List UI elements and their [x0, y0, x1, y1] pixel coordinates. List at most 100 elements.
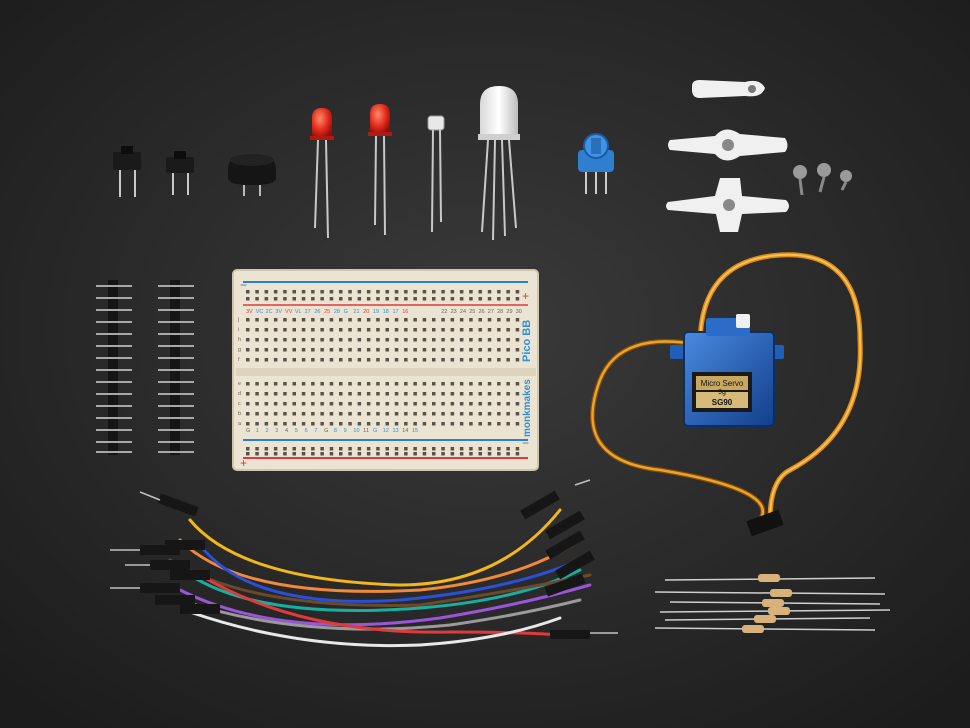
breadboard-hole [264, 290, 269, 294]
piezo-buzzer-icon [228, 154, 276, 196]
breadboard-hole [255, 392, 259, 396]
breadboard-hole [422, 402, 427, 406]
column-number: 30 [516, 309, 522, 315]
breadboard-hole [329, 338, 334, 342]
breadboard-hole [515, 328, 520, 332]
breadboard-hole [459, 392, 464, 396]
breadboard-hole [497, 358, 501, 362]
breadboard-hole [246, 358, 250, 362]
breadboard-hole [497, 297, 501, 301]
pin-label-top: G [344, 309, 348, 315]
breadboard-hole [459, 328, 464, 332]
breadboard-hole [515, 447, 520, 451]
breadboard-hole [497, 290, 501, 294]
breadboard-hole [459, 422, 464, 426]
breadboard-hole [478, 392, 482, 396]
servo-horn-icon [668, 129, 788, 161]
breadboard-hole [385, 328, 389, 332]
resistor-icon [664, 615, 871, 623]
breadboard-hole [292, 382, 296, 386]
breadboard-hole [283, 422, 287, 426]
breadboard-hole [246, 338, 250, 342]
breadboard-hole [394, 382, 399, 386]
breadboard-hole [487, 382, 492, 386]
breadboard-hole [450, 422, 455, 426]
breadboard-hole [273, 348, 278, 352]
breadboard-hole [283, 348, 287, 352]
breadboard-hole [339, 297, 343, 301]
breadboard-hole [413, 422, 417, 426]
breadboard-hole [432, 422, 436, 426]
breadboard-hole [459, 412, 464, 416]
breadboard-hole [357, 412, 362, 416]
breadboard-hole [506, 358, 510, 362]
breadboard-hole [292, 290, 296, 294]
breadboard-hole [459, 452, 464, 456]
breadboard-hole [357, 328, 362, 332]
breadboard-hole [469, 447, 473, 451]
breadboard-hole [413, 358, 417, 362]
breadboard-hole [329, 422, 334, 426]
breadboard-hole [264, 422, 269, 426]
breadboard-hole [301, 402, 306, 406]
breadboard-hole [292, 358, 296, 362]
breadboard-hole [246, 318, 250, 322]
breadboard-hole [292, 402, 296, 406]
breadboard-hole [339, 382, 343, 386]
tactile-button-icon [113, 146, 141, 197]
breadboard-hole [450, 412, 455, 416]
breadboard-hole [292, 412, 296, 416]
breadboard-hole [273, 297, 278, 301]
breadboard-hole [469, 290, 473, 294]
pin-label-top: 2C [266, 309, 273, 315]
breadboard-hole [311, 392, 315, 396]
breadboard-hole [422, 412, 427, 416]
breadboard-hole [301, 382, 306, 386]
breadboard-hole [413, 447, 417, 451]
breadboard-hole [246, 290, 250, 294]
pin-label-top: 18 [383, 309, 389, 315]
breadboard-hole [450, 452, 455, 456]
breadboard-hole [459, 402, 464, 406]
pin-label-bottom: 1 [256, 428, 259, 434]
breadboard-model: Pico BB [521, 320, 533, 362]
breadboard-hole [366, 452, 371, 456]
servo-motor-icon: Micro Servo 9g SG90 [670, 314, 784, 427]
breadboard-hole [273, 358, 278, 362]
breadboard-hole [273, 290, 278, 294]
jumper-wire-icon [168, 558, 592, 607]
jumper-wire-icon [178, 583, 592, 627]
pin-label-bottom: 2 [266, 428, 269, 434]
row-letter: c [238, 401, 241, 407]
breadboard-hole [283, 392, 287, 396]
breadboard-hole [329, 358, 334, 362]
breadboard-hole [376, 290, 380, 294]
breadboard-hole [432, 402, 436, 406]
breadboard-hole [441, 402, 445, 406]
breadboard-hole [339, 402, 343, 406]
breadboard-hole [283, 290, 287, 294]
breadboard-hole [450, 392, 455, 396]
pin-label-bottom: 15 [412, 428, 418, 434]
breadboard-hole [441, 412, 445, 416]
breadboard-hole [339, 392, 343, 396]
breadboard-hole [515, 382, 520, 386]
column-number: 29 [506, 309, 512, 315]
breadboard-hole [404, 318, 408, 322]
breadboard-hole [264, 392, 269, 396]
breadboard-hole [255, 422, 259, 426]
breadboard-hole [255, 452, 259, 456]
breadboard-hole [264, 402, 269, 406]
breadboard-hole [497, 348, 501, 352]
breadboard-hole [422, 382, 427, 386]
breadboard-hole [450, 382, 455, 386]
breadboard-hole [273, 412, 278, 416]
breadboard-hole [357, 452, 362, 456]
breadboard-hole [311, 402, 315, 406]
breadboard-hole [413, 452, 417, 456]
breadboard-hole [422, 358, 427, 362]
breadboard-hole [320, 290, 324, 294]
breadboard-hole [264, 338, 269, 342]
breadboard-hole [515, 402, 520, 406]
